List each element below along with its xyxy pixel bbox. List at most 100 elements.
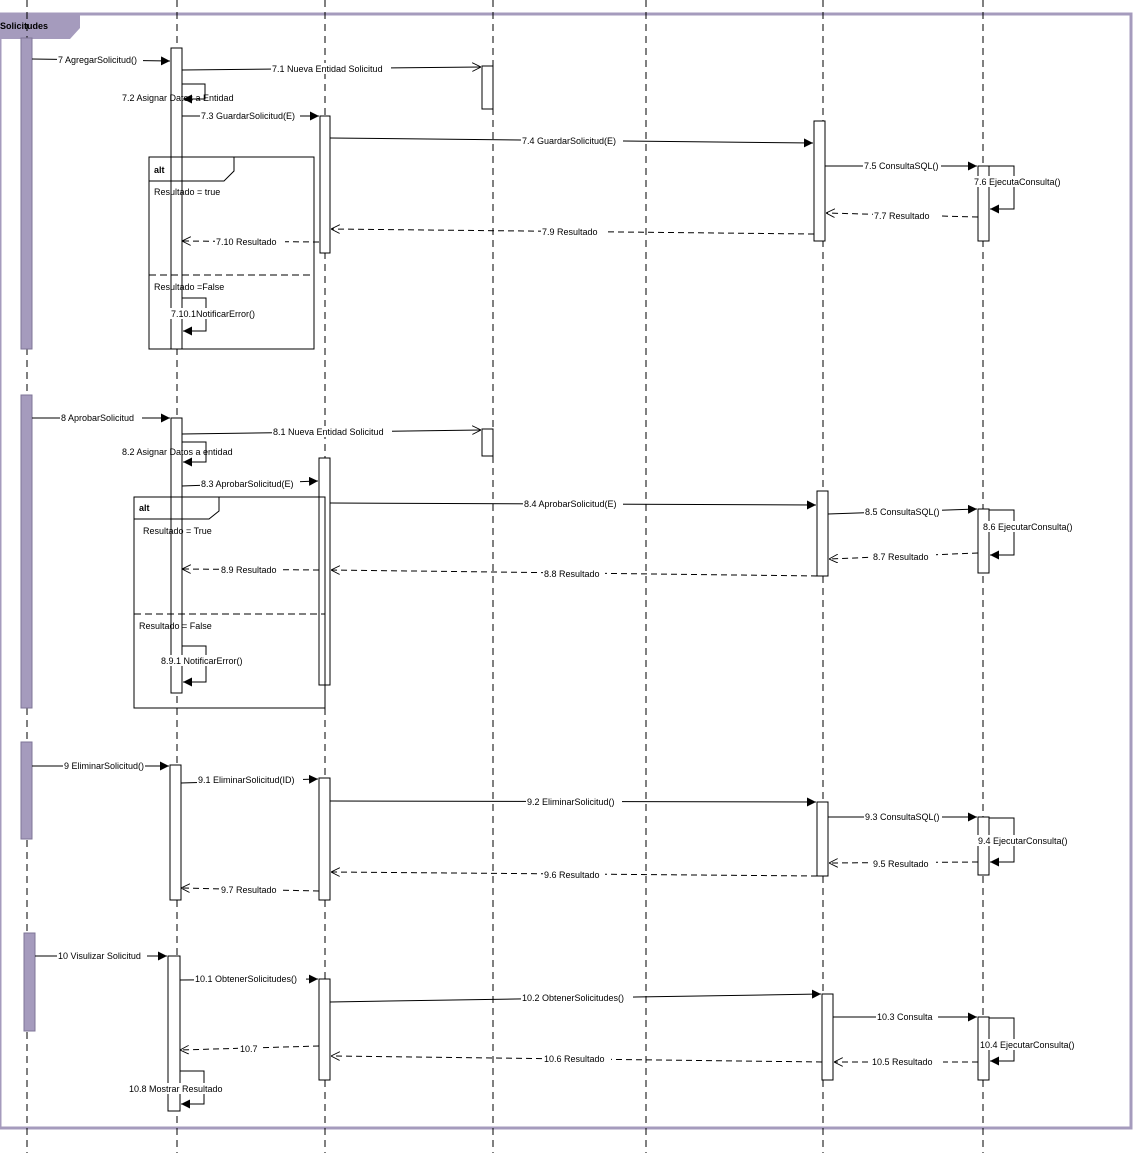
message-10-8: 10.8 Mostrar Resultado — [128, 1070, 232, 1109]
svg-text:9.5 Resultado: 9.5 Resultado — [873, 859, 929, 869]
activation-controller-9 — [318, 777, 331, 901]
message-7-9: 7.9 Resultado — [331, 226, 815, 237]
alt-tag: alt — [139, 503, 150, 513]
message-7-5: 7.5 ConsultaSQL() — [825, 160, 977, 171]
message-8-8: 8.8 Resultado — [331, 568, 818, 579]
svg-text:8.2 Asignar Datos a entidad: 8.2 Asignar Datos a entidad — [122, 447, 233, 457]
message-8-6: 8.6 EjecutarConsulta() — [982, 509, 1080, 560]
message-8-3: 8.3 AprobarSolicitud(E) — [181, 476, 319, 489]
message-9-4: 9.4 EjecutarConsulta() — [977, 817, 1075, 867]
svg-text:7.2 Asignar Datos a Entidad: 7.2 Asignar Datos a Entidad — [122, 93, 234, 103]
alt-fragment-7: alt Resultado = true Resultado =False — [148, 156, 315, 350]
message-8: 8 AprobarSolicitud — [32, 412, 170, 423]
svg-text:9.4 EjecutarConsulta(): 9.4 EjecutarConsulta() — [978, 836, 1068, 846]
actor-activation-10 — [23, 932, 36, 1032]
message-9-5: 9.5 Resultado — [829, 858, 979, 869]
message-10-5: 10.5 Resultado — [834, 1056, 978, 1067]
message-8-2: 8.2 Asignar Datos a entidad — [122, 441, 233, 467]
message-10: 10 Visulizar Solicitud — [35, 950, 167, 961]
svg-text:7.3 GuardarSolicitud(E): 7.3 GuardarSolicitud(E) — [201, 111, 295, 121]
svg-text:10.4 EjecutarConsulta(): 10.4 EjecutarConsulta() — [980, 1040, 1075, 1050]
activation-controller-10 — [318, 978, 331, 1081]
message-9-2: 9.2 EliminarSolicitud() — [329, 796, 817, 807]
svg-text:8.8 Resultado: 8.8 Resultado — [544, 569, 600, 579]
activation-db-7 — [977, 165, 990, 242]
message-8-4: 8.4 AprobarSolicitud(E) — [329, 498, 817, 510]
activation-dao-8 — [816, 490, 829, 577]
message-7-3: 7.3 GuardarSolicitud(E) — [182, 110, 319, 121]
message-8-9: 8.9 Resultado — [182, 564, 320, 575]
message-7-7: 7.7 Resultado — [826, 211, 979, 222]
alt-guard-true: Resultado = True — [143, 526, 212, 536]
svg-text:8.7 Resultado: 8.7 Resultado — [873, 552, 929, 562]
message-9-6: 9.6 Resultado — [331, 869, 818, 880]
alt-guard-true: Resultado = true — [154, 187, 220, 197]
message-10-4: 10.4 EjecutarConsulta() — [979, 1017, 1083, 1066]
message-10-1: 10.1 ObtenerSolicitudes() — [179, 973, 319, 984]
message-8-9-1: 8.9.1 NotificarError() — [160, 645, 252, 687]
message-7-6: 7.6 EjecutaConsulta() — [973, 165, 1067, 214]
message-10-2: 10.2 ObtenerSolicitudes() — [329, 989, 822, 1003]
svg-text:8.9.1 NotificarError(): 8.9.1 NotificarError() — [161, 656, 243, 666]
svg-text:10.7: 10.7 — [240, 1044, 258, 1054]
svg-text:8.6 EjecutarConsulta(): 8.6 EjecutarConsulta() — [983, 522, 1073, 532]
actor-activation-9 — [20, 741, 33, 840]
alt-guard-false: Resultado = False — [139, 621, 212, 631]
activation-dao-10 — [821, 993, 834, 1081]
activation-db-8 — [977, 508, 990, 574]
actor-activation-7 — [20, 37, 33, 350]
alt-guard-false: Resultado =False — [154, 282, 224, 292]
svg-text:8 AprobarSolicitud: 8 AprobarSolicitud — [61, 413, 134, 423]
message-7: 7 AgregarSolicitud() — [31, 54, 171, 66]
message-9-7: 9.7 Resultado — [181, 884, 320, 895]
activation-ui-10 — [167, 955, 181, 1112]
message-10-6: 10.6 Resultado — [331, 1053, 823, 1064]
svg-text:7.7 Resultado: 7.7 Resultado — [874, 211, 930, 221]
alt-fragment-8: alt Resultado = True Resultado = False — [133, 496, 326, 709]
message-10-7: 10.7 — [180, 1043, 320, 1054]
activation-ui-8 — [170, 417, 183, 694]
activation-boxes — [167, 47, 990, 1112]
svg-text:8.5 ConsultaSQL(): 8.5 ConsultaSQL() — [865, 507, 940, 517]
message-7-10: 7.10 Resultado — [182, 236, 320, 247]
svg-text:7.10.1NotificarError(): 7.10.1NotificarError() — [171, 309, 255, 319]
svg-text:10.3 Consulta: 10.3 Consulta — [877, 1012, 933, 1022]
diagram-frame — [0, 12, 1133, 1130]
message-7-1: 7.1 Nueva Entidad Solicitud — [181, 63, 481, 74]
message-9: 9 EliminarSolicitud() — [32, 760, 169, 771]
svg-text:7.5 ConsultaSQL(): 7.5 ConsultaSQL() — [864, 161, 939, 171]
activation-entity-8 — [481, 428, 494, 457]
svg-text:8.1 Nueva Entidad Solicitud: 8.1 Nueva Entidad Solicitud — [273, 427, 384, 437]
alt-tag: alt — [154, 165, 165, 175]
message-8-5: 8.5 ConsultaSQL() — [827, 504, 978, 517]
svg-text:9.3 ConsultaSQL(): 9.3 ConsultaSQL() — [865, 812, 940, 822]
svg-text:7.10 Resultado: 7.10 Resultado — [216, 237, 277, 247]
message-7-2: 7.2 Asignar Datos a Entidad — [122, 83, 234, 104]
svg-text:7.4 GuardarSolicitud(E): 7.4 GuardarSolicitud(E) — [522, 136, 616, 146]
svg-text:10.2 ObtenerSolicitudes(): 10.2 ObtenerSolicitudes() — [522, 993, 624, 1003]
svg-text:7.6 EjecutaConsulta(): 7.6 EjecutaConsulta() — [974, 177, 1061, 187]
svg-text:9.1 EliminarSolicitud(ID): 9.1 EliminarSolicitud(ID) — [198, 775, 295, 785]
svg-text:7 AgregarSolicitud(): 7 AgregarSolicitud() — [58, 55, 137, 65]
svg-text:9 EliminarSolicitud(): 9 EliminarSolicitud() — [64, 761, 144, 771]
svg-text:9.2 EliminarSolicitud(): 9.2 EliminarSolicitud() — [527, 797, 615, 807]
svg-text:9.6 Resultado: 9.6 Resultado — [544, 870, 600, 880]
svg-text:7.9 Resultado: 7.9 Resultado — [542, 227, 598, 237]
svg-text:10.5 Resultado: 10.5 Resultado — [872, 1057, 933, 1067]
message-8-1: 8.1 Nueva Entidad Solicitud — [181, 426, 481, 437]
svg-text:10.6 Resultado: 10.6 Resultado — [544, 1054, 605, 1064]
frame-title-tab — [0, 14, 80, 39]
svg-text:8.4 AprobarSolicitud(E): 8.4 AprobarSolicitud(E) — [524, 499, 617, 509]
message-7-10-1: 7.10.1NotificarError() — [170, 297, 266, 336]
activation-controller-7 — [319, 115, 331, 254]
svg-text:10.8 Mostrar Resultado: 10.8 Mostrar Resultado — [129, 1084, 223, 1094]
message-7-4: 7.4 GuardarSolicitud(E) — [329, 135, 814, 148]
actor-activations — [20, 37, 36, 1032]
svg-text:8.3 AprobarSolicitud(E): 8.3 AprobarSolicitud(E) — [201, 479, 294, 489]
activation-dao-7 — [813, 120, 826, 242]
actor-activation-8 — [20, 394, 33, 709]
message-9-3: 9.3 ConsultaSQL() — [828, 811, 977, 822]
message-10-3: 10.3 Consulta — [833, 1011, 977, 1022]
frame-title: Solicitudes — [0, 21, 48, 31]
svg-text:7.1 Nueva Entidad Solicitud: 7.1 Nueva Entidad Solicitud — [272, 64, 383, 74]
